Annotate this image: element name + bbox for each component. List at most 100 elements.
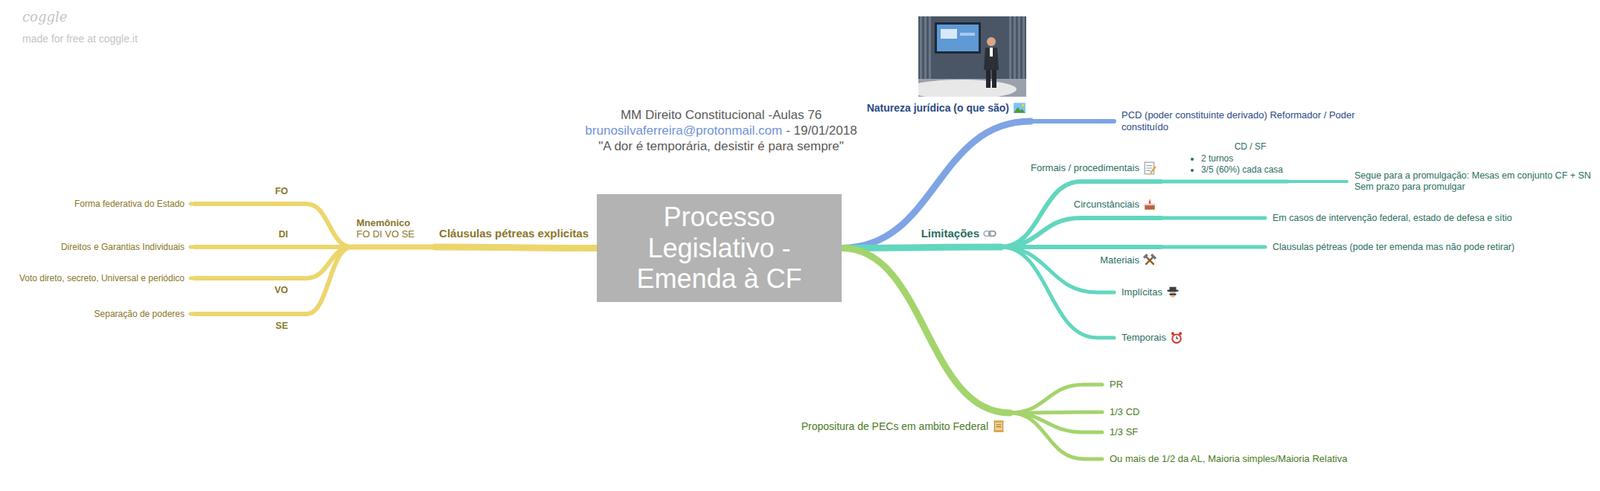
branch-connector (194, 244, 352, 250)
branch-connector (190, 201, 195, 206)
branch-connector (1000, 181, 1161, 248)
bullet-list: 2 turnos3/5 (60%) cada casa (1187, 153, 1283, 175)
branch-connector (190, 311, 195, 316)
leaf-text: 1/3 SF (1102, 424, 1143, 441)
chain-icon (983, 226, 997, 241)
leaf-text: Voto direto, secreto, Universal e periód… (14, 270, 191, 286)
quote: "A dor é temporária, desistir é para sem… (598, 139, 844, 154)
label-text: Limitações (921, 226, 980, 241)
branch-connector (841, 248, 1010, 414)
branch-connector (194, 247, 352, 315)
label-text: Natureza jurídica (o que são) (866, 101, 1010, 115)
note-line: MM Direito Constitucional -Aulas 76 (620, 107, 822, 123)
label-text: Propositura de PECs em ambito Federal (801, 420, 989, 434)
label-text: Temporais (1121, 331, 1167, 344)
label-text: PCD (poder constituinte derivado) Reform… (1121, 109, 1360, 133)
note-line: "A dor é temporária, desistir é para sem… (598, 139, 844, 155)
label-text: Separação de poderes (94, 308, 185, 320)
label-text: Formais / procedimentais (1030, 162, 1140, 175)
leaf-text: Direitos e Garantias Individuais (56, 239, 191, 255)
label-text: Voto direto, secreto, Universal e periód… (19, 273, 185, 284)
label-text: Implícitas (1121, 286, 1163, 299)
sub-branch-label: Circunstânciais (1069, 195, 1161, 219)
label-text: FO DI VO SE (356, 228, 415, 241)
topic-text: Processo Legislativo - Emenda à CF (607, 201, 832, 294)
watermark: coggle (22, 8, 67, 25)
central-topic: Processo Legislativo - Emenda à CF (596, 194, 842, 303)
leaf-text: Clausulas pétreas (pode ter emenda mas n… (1265, 239, 1519, 256)
branch-connector (1160, 216, 1266, 221)
label-text: VO (199, 285, 288, 297)
label-text: 1/3 SF (1109, 426, 1138, 439)
branch-connector (1030, 119, 1115, 124)
memo-icon (1143, 161, 1157, 175)
leaf-text: Forma federativa do Estado (69, 196, 191, 212)
sub-branch-label: Materiais (1095, 247, 1161, 270)
branch-connector (841, 121, 1031, 249)
clock-icon (1169, 331, 1184, 345)
tools-icon (1143, 253, 1157, 268)
branch-connector (1160, 180, 1288, 184)
sub-branch-label: Temporais (1114, 328, 1188, 347)
label-text: Forma federativa do Estado (74, 198, 185, 210)
studio-photo (918, 16, 1027, 97)
bullet-item: 3/5 (60%) cada casa (1201, 164, 1283, 175)
branch-label: Natureza jurídica (o que são) (862, 98, 1031, 122)
title-line: MM Direito Constitucional -Aulas 76 (620, 107, 822, 123)
mnemonic-part: VO (194, 278, 306, 299)
leaf-text: Segue para a promulgação: Mesas em conju… (1346, 168, 1600, 195)
label-text: Materiais (1099, 254, 1140, 267)
label-text: Segue para a promulgação: Mesas em conju… (1354, 170, 1600, 193)
branch-connector (1000, 247, 1115, 338)
branch-connector (194, 247, 352, 279)
sub-branch-label: Formais / procedimentais (1026, 159, 1161, 182)
scroll-icon (992, 419, 1006, 434)
branch-label: Limitações (916, 224, 1001, 248)
bullet-item: 2 turnos (1201, 153, 1283, 164)
leaf-text: Separação de poderes (90, 306, 191, 322)
branch-connector (434, 247, 597, 249)
date: - 19/01/2018 (785, 123, 857, 138)
leaf-text: Em casos de intervenção federal, estado … (1265, 210, 1517, 227)
branch-connector (194, 203, 352, 248)
leaf-text: PR (1102, 376, 1128, 393)
branch-connector (190, 244, 195, 249)
email: brunosilvaferreira@protonmail.com (584, 123, 783, 138)
spy-icon (1166, 285, 1180, 300)
label-text: Clausulas pétreas (pode ter emenda mas n… (1272, 241, 1515, 254)
leaf-text: Ou mais de 1/2 da AL, Maioria simples/Ma… (1102, 450, 1352, 468)
label-text: 1/3 CD (1109, 406, 1140, 419)
cake-icon (1143, 197, 1157, 212)
label-text: Circunstânciais (1073, 198, 1140, 211)
label-text: PR (1109, 378, 1123, 391)
label-text: Ou mais de 1/2 da AL, Maioria simples/Ma… (1109, 453, 1347, 466)
branch-connector (1009, 384, 1103, 414)
mnemonic-part: DI (194, 226, 306, 248)
branch-label: Propositura de PECs em ambito Federal (797, 413, 1010, 436)
branch-connector (352, 244, 435, 251)
sub-branch-label: Implícitas (1114, 283, 1184, 302)
branch-connector (1009, 413, 1103, 460)
branch-connector (1287, 180, 1347, 184)
branch-connector (190, 276, 195, 280)
mnemonic-label: MnemônicoFO DI VO SE (352, 215, 419, 248)
note-line: brunosilvaferreira@protonmail.com- 19/01… (584, 123, 857, 139)
mnemonic-part: FO (194, 183, 306, 204)
label-text: Em casos de intervenção federal, estado … (1272, 212, 1513, 224)
leaf-text: 1/3 CD (1102, 404, 1144, 421)
label-text: FO (199, 186, 288, 198)
note-line: made for free at coggle.it (22, 32, 138, 46)
mnemonic-part: SE (194, 314, 306, 335)
leaf-text: PCD (poder constituinte derivado) Reform… (1114, 107, 1365, 135)
note-line: coggle (22, 8, 67, 26)
bullet-note: CD / SF2 turnos3/5 (60%) cada casa (1183, 139, 1288, 182)
label-text: DI (199, 229, 288, 241)
branch-label: Cláusulas pétreas explicitas (434, 224, 594, 248)
label-text: SE (199, 320, 288, 332)
branch-connector (841, 247, 1001, 249)
branch-connector (1160, 245, 1266, 250)
label-text: CD / SF (1187, 141, 1283, 152)
land-icon (1012, 101, 1027, 115)
branch-connector (1000, 218, 1161, 248)
watermark: made for free at coggle.it (22, 32, 138, 45)
